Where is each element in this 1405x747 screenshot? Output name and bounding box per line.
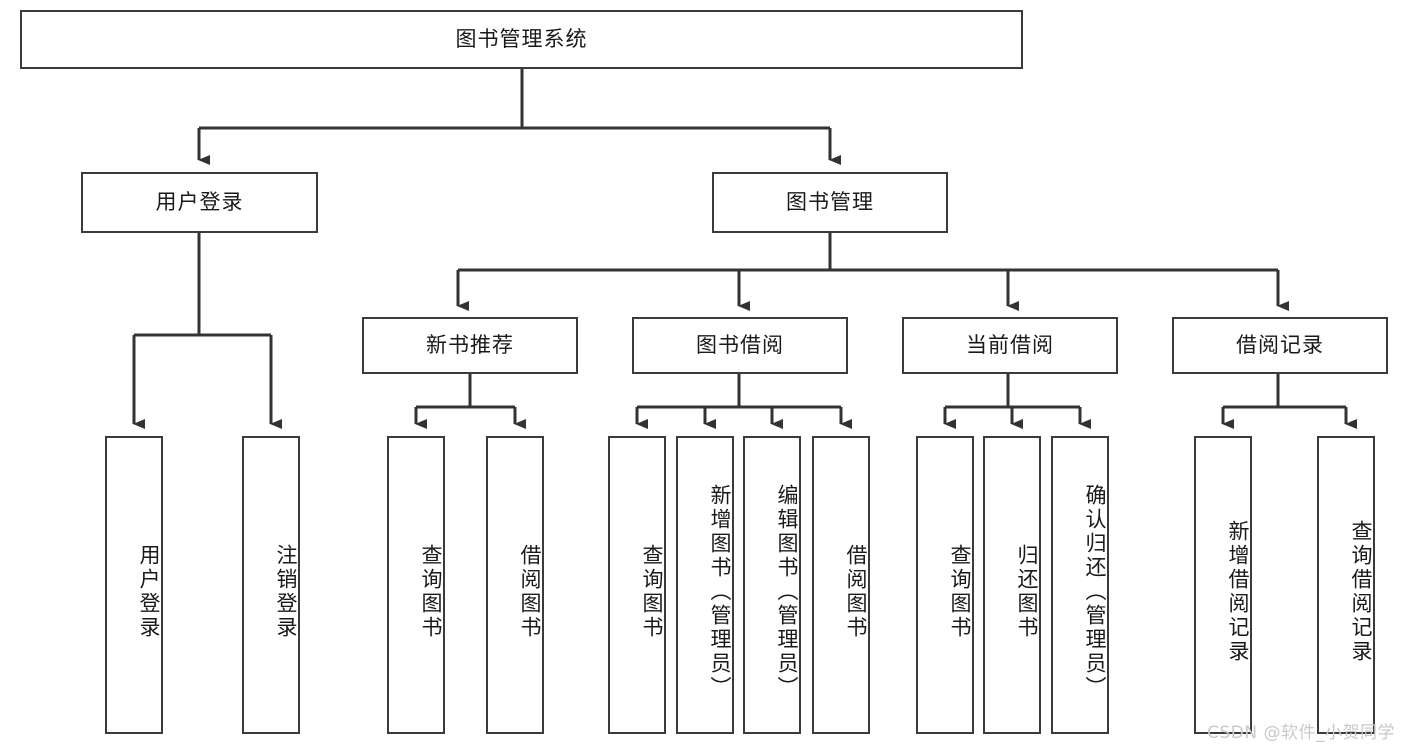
leaf-current-confirm-return-admin[interactable]: 确认归还（管理员）	[1051, 436, 1109, 734]
node-label: 用户登录	[155, 190, 244, 215]
node-borrow-record[interactable]: 借阅记录	[1172, 317, 1388, 374]
node-label: 借阅图书	[844, 544, 868, 640]
leaf-borrow-borrow-book[interactable]: 借阅图书	[812, 436, 870, 734]
node-label: 用户登录	[137, 544, 161, 640]
node-label: 查询图书	[419, 544, 443, 640]
node-label: 新增借阅记录	[1226, 520, 1250, 664]
node-label: 归还图书	[1015, 544, 1039, 640]
node-new-book-recommend[interactable]: 新书推荐	[362, 317, 578, 374]
node-book-borrow[interactable]: 图书借阅	[632, 317, 848, 374]
node-book-management[interactable]: 图书管理	[712, 172, 948, 233]
leaf-current-return-book[interactable]: 归还图书	[983, 436, 1041, 734]
leaf-new-book-borrow[interactable]: 借阅图书	[486, 436, 544, 734]
node-label: 新增图书（管理员）	[708, 484, 732, 700]
leaf-borrow-query-book[interactable]: 查询图书	[608, 436, 666, 734]
node-label: 图书管理	[786, 190, 874, 215]
node-current-borrow[interactable]: 当前借阅	[902, 317, 1118, 374]
node-label: 确认归还（管理员）	[1083, 484, 1107, 700]
node-label: 查询图书	[948, 544, 972, 640]
node-label: 查询借阅记录	[1349, 520, 1373, 664]
node-label: 查询图书	[640, 544, 664, 640]
node-label: 图书管理系统	[455, 27, 588, 52]
node-label: 当前借阅	[966, 333, 1054, 358]
node-label: 新书推荐	[426, 333, 514, 358]
leaf-borrow-edit-book-admin[interactable]: 编辑图书（管理员）	[743, 436, 801, 734]
node-label: 注销登录	[274, 544, 298, 640]
leaf-record-add-record[interactable]: 新增借阅记录	[1194, 436, 1252, 734]
node-root-system[interactable]: 图书管理系统	[20, 10, 1023, 69]
node-label: 借阅图书	[518, 544, 542, 640]
leaf-record-query-record[interactable]: 查询借阅记录	[1317, 436, 1375, 734]
node-label: 借阅记录	[1236, 333, 1324, 358]
leaf-new-book-query[interactable]: 查询图书	[387, 436, 445, 734]
node-user-login[interactable]: 用户登录	[81, 172, 318, 233]
node-label: 编辑图书（管理员）	[775, 484, 799, 700]
leaf-current-query-book[interactable]: 查询图书	[916, 436, 974, 734]
node-label: 图书借阅	[696, 333, 784, 358]
leaf-user-login-logout[interactable]: 注销登录	[242, 436, 300, 734]
leaf-user-login-login[interactable]: 用户登录	[105, 436, 163, 734]
leaf-borrow-add-book-admin[interactable]: 新增图书（管理员）	[676, 436, 734, 734]
